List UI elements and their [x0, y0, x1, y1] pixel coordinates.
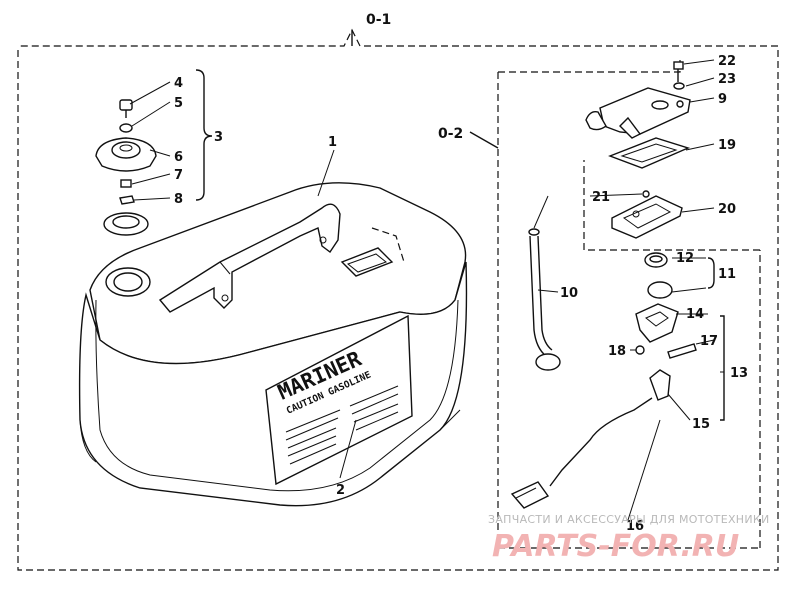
callout-18: 18 — [608, 344, 626, 359]
plug-11 — [647, 281, 673, 299]
callout-labels: 1 2 3 4 5 6 7 8 9 10 11 12 13 14 15 16 1… — [174, 54, 748, 534]
callout-21: 21 — [592, 190, 610, 205]
callout-4: 4 — [174, 76, 183, 91]
callout-0-1: 0-1 — [366, 12, 391, 28]
clip — [119, 195, 135, 205]
screw-18 — [635, 345, 645, 355]
float-16 — [510, 481, 550, 509]
housing-14 — [635, 303, 679, 343]
watermark-text: ЗАПЧАСТИ И АКСЕССУАРЫ ДЛЯ МОТОТЕХНИКИ — [488, 513, 770, 526]
watermark-logo: PARTS-FOR.RU — [492, 529, 739, 564]
gasket-19 — [608, 137, 691, 169]
callout-7: 7 — [174, 168, 183, 183]
float-arm-15 — [649, 369, 671, 401]
callout-14: 14 — [686, 307, 704, 322]
washer — [119, 123, 133, 133]
subassembly-boundary — [498, 58, 681, 73]
callout-11: 11 — [718, 267, 736, 282]
bolt-17 — [667, 343, 697, 359]
callout-1: 1 — [328, 135, 337, 150]
callout-15: 15 — [692, 417, 710, 432]
callout-17: 17 — [700, 334, 718, 349]
watermark: ЗАПЧАСТИ И АКСЕССУАРЫ ДЛЯ МОТОТЕХНИКИ PA… — [488, 513, 770, 564]
callout-22: 22 — [718, 54, 736, 69]
bracket-3 — [195, 69, 213, 201]
callout-20: 20 — [718, 202, 736, 217]
callout-2: 2 — [336, 483, 345, 498]
callout-23: 23 — [718, 72, 736, 87]
screw-22 — [673, 61, 684, 70]
callout-5: 5 — [174, 96, 183, 111]
fitting-9 — [599, 87, 691, 135]
screw-21 — [642, 190, 650, 198]
filler-cap — [95, 137, 157, 172]
callout-13: 13 — [730, 366, 748, 381]
callout-6: 6 — [174, 150, 183, 165]
pickup-assembly — [510, 61, 697, 509]
bracket-13 — [720, 315, 725, 421]
callout-12: 12 — [676, 251, 694, 266]
callout-16: 16 — [626, 519, 644, 534]
callout-10: 10 — [560, 286, 578, 301]
grommet-12 — [644, 252, 668, 268]
nut — [120, 179, 132, 188]
plate-20 — [611, 195, 683, 239]
subassembly-leader — [469, 131, 499, 149]
callout-19: 19 — [718, 138, 736, 153]
callout-3: 3 — [214, 130, 223, 145]
callout-9: 9 — [718, 92, 727, 107]
leader-lines — [129, 59, 724, 521]
callout-8: 8 — [174, 192, 183, 207]
filler-cap-assembly — [95, 99, 157, 236]
washer-23 — [673, 82, 685, 90]
assembly-boundary — [17, 28, 779, 571]
bracket-11 — [707, 257, 715, 289]
vent-screw — [119, 99, 133, 111]
callout-0-2: 0-2 — [438, 126, 463, 142]
